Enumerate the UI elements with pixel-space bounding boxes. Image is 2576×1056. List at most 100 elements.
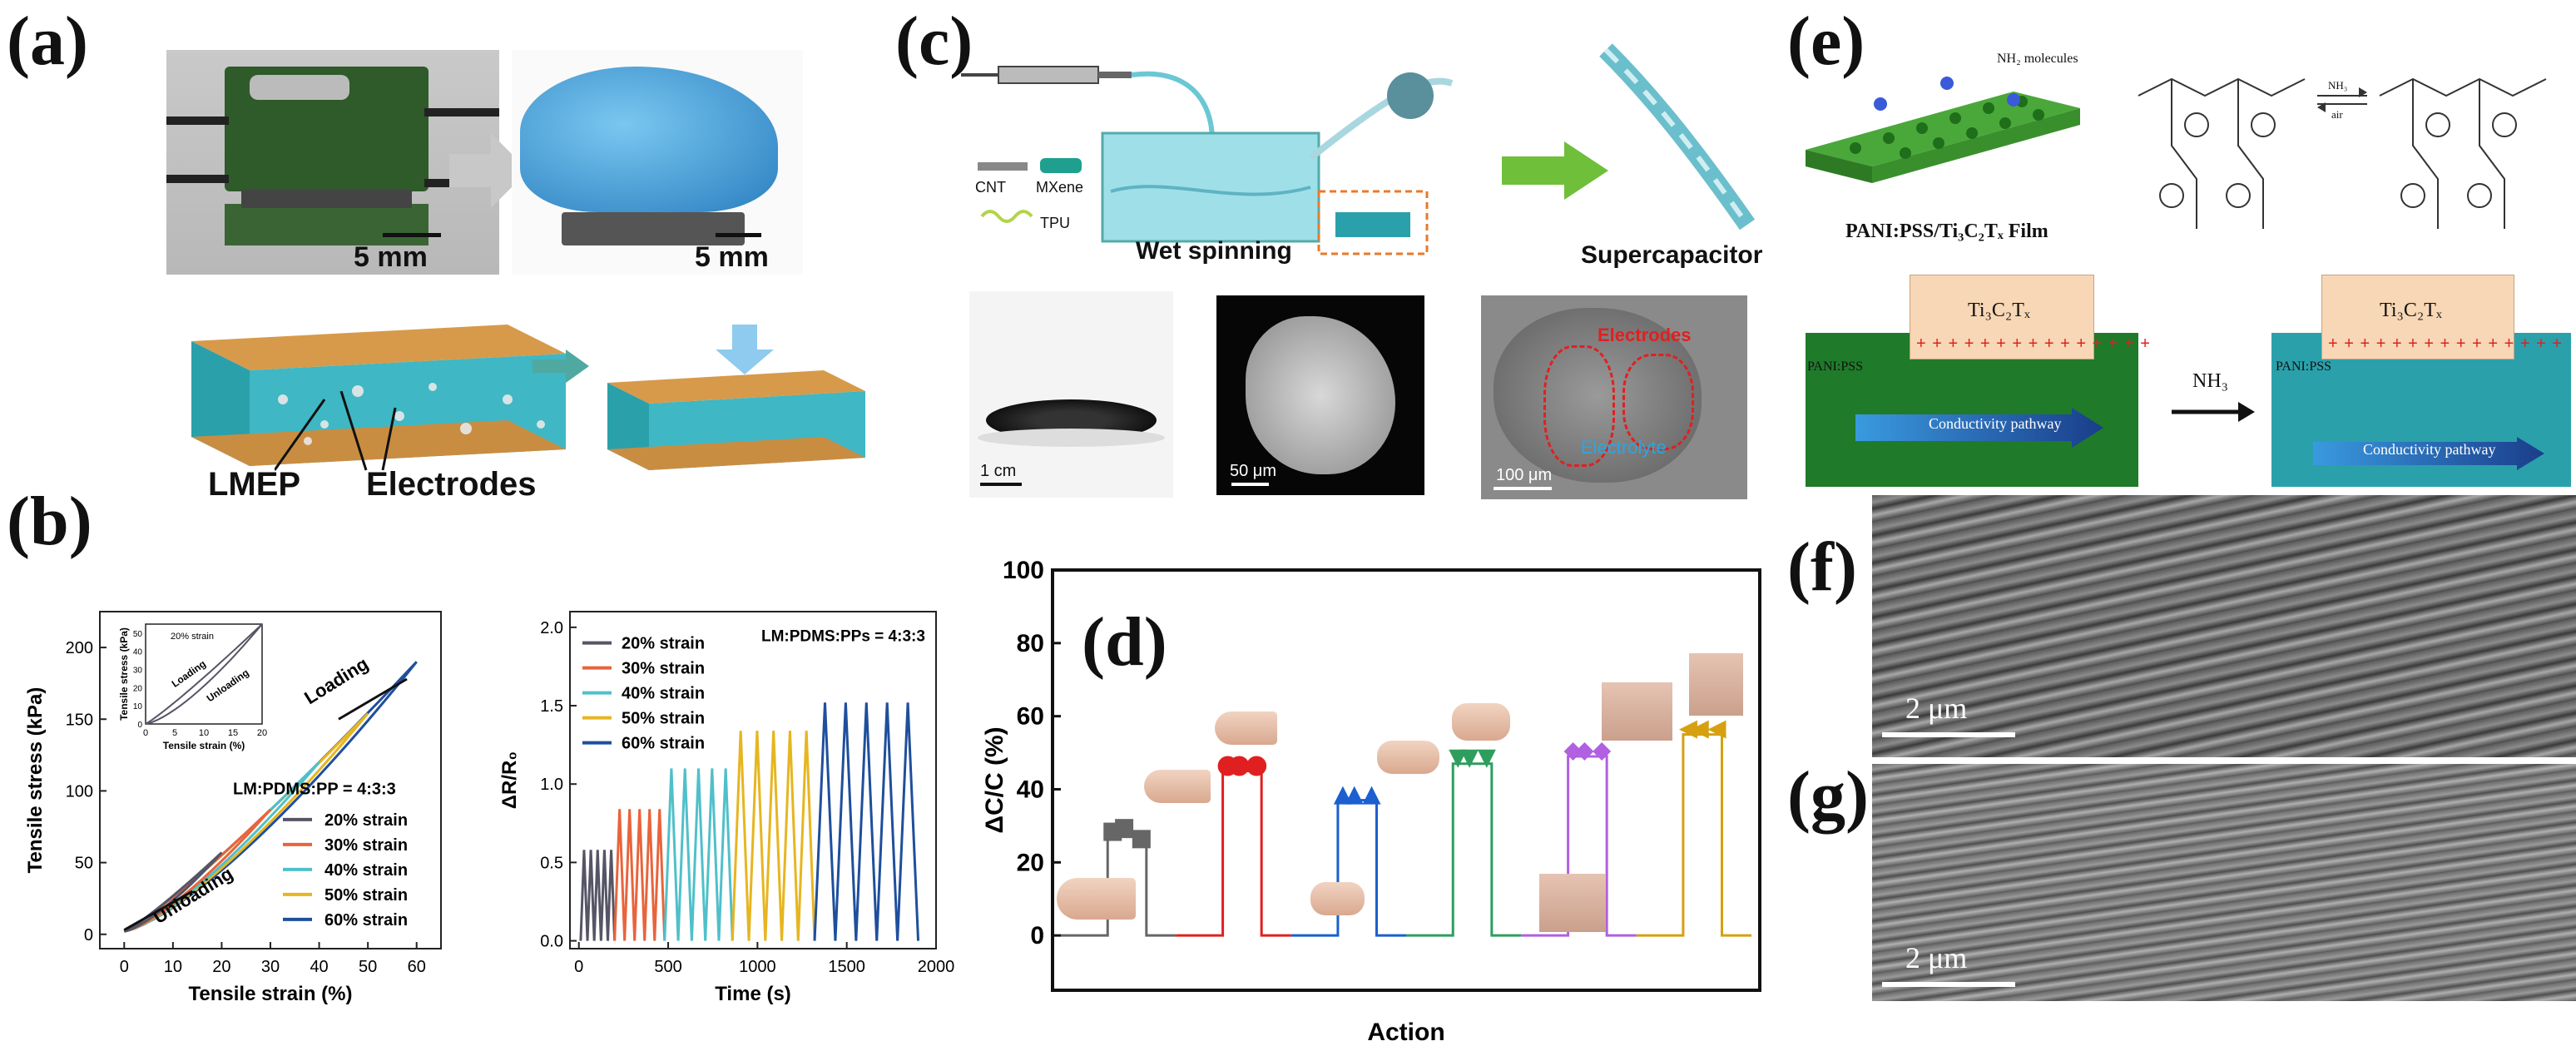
label-nh2-molecules: NH₂ molecules [1997,52,2078,66]
label-tpu: TPU [1040,215,1070,231]
photo-knee-2 [1602,682,1672,741]
photo-knee-3 [1689,653,1743,716]
ti3c2tx-block-right [2321,275,2514,359]
series-line [123,851,223,933]
label-wet-spinning: Wet spinning [1136,237,1292,265]
data-marker [1690,720,1709,739]
y-tick-label: 1.0 [540,776,563,794]
label-ti3c2tx-left: Ti₃C₂Tₓ [1968,300,2030,321]
data-marker [1229,756,1250,776]
y-tick-label: 1.5 [540,697,563,716]
photo-fiber-spool [969,291,1173,498]
inset-x-tick: 20 [257,728,267,738]
x-axis-label: Action [1367,1019,1444,1046]
panel-label-g: (g) [1787,757,1869,835]
label-mxene: MXene [1036,179,1084,196]
legend-label: 60% strain [622,735,705,753]
inset-y-tick: 30 [133,667,143,676]
y-tick-label: 150 [66,711,93,729]
label-cnt: CNT [975,179,1006,196]
label-film: PANI:PSS/Ti₃C₂Tₓ Film [1845,221,2048,242]
y-tick-label: 80 [1017,630,1044,657]
scale-bar-label-c3: 100 μm [1496,466,1553,484]
x-axis-label: Tensile strain (%) [189,983,353,1005]
inset-x-tick: 10 [199,728,209,738]
y-tick-label: 100 [66,782,93,801]
label-ti3c2tx-right: Ti₃C₂Tₓ [2380,300,2442,321]
data-marker [1333,786,1352,805]
scale-bar-label-g: 2 μm [1905,941,1968,974]
inset-y-label: Tensile stress (kPa) [118,627,130,721]
series-line [613,809,666,941]
data-marker [1115,819,1134,838]
sem-image-g [1872,764,2576,1001]
lmep-schematic-right [607,325,865,470]
label-electrolyte: Electrolyte [1581,437,1667,458]
photo-hand-1 [1057,878,1136,920]
label-pani-pss-left: PANI:PSS [1807,359,1864,374]
inset-legend: 20% strain [171,632,214,642]
y-tick-label: 0 [84,926,93,944]
data-marker [1246,756,1267,776]
scale-bar-label-c2: 50 μm [1230,462,1276,480]
conductivity-arrow-right [2313,437,2544,470]
y-tick-label: 0.0 [540,933,563,951]
x-tick-label: 10 [164,958,182,976]
inset-y-tick: 0 [137,721,142,730]
y-tick-label: 2.0 [540,619,563,637]
plot-frame [569,611,937,949]
series-line [1636,733,1751,937]
arrow-gray-icon [449,133,528,208]
x-tick-label: 0 [574,958,583,976]
inset-x-tick: 5 [172,728,177,738]
annotation-unloading: Unloading [150,863,236,928]
scale-bar-label-f: 2 μm [1905,692,1968,725]
label-supercapacitor: Supercapacitor [1581,241,1763,269]
x-tick-label: 60 [408,958,426,976]
label-electrodes-c: Electrodes [1598,325,1692,345]
photo-knee-1 [1539,874,1606,932]
label-arrow-air: air [2331,108,2343,121]
photo-glove-pressing [512,50,803,275]
legend-label: 40% strain [622,685,705,703]
label-pani-pss-right: PANI:PSS [2276,359,2332,374]
series-line [813,702,920,941]
photo-hand-6 [1452,703,1510,741]
photo-supercapacitor-sem [1481,295,1747,499]
film-molecules-schematic [1806,77,2080,183]
y-tick-label: 100 [1003,558,1044,584]
inset-y-tick: 10 [133,702,143,711]
photo-hand-2 [1144,770,1211,803]
data-marker [1575,741,1594,761]
chemical-structure-diagram [2138,77,2547,229]
legend-label: 30% strain [622,660,705,678]
legend-label: 30% strain [324,836,408,855]
x-tick-label: 20 [212,958,230,976]
label-pathway-right: Conductivity pathway [2363,441,2496,458]
legend-label: 20% strain [324,811,408,830]
inset-line [145,623,263,725]
supercapacitor-fiber [1599,43,1756,231]
x-tick-label: 30 [261,958,280,976]
scale-bar-label-a-left: 5 mm [354,241,428,273]
legend-label: 60% strain [324,911,408,930]
y-tick-label: 40 [1017,776,1044,803]
x-axis-label: Time (s) [715,983,791,1005]
series-line [123,808,272,933]
data-marker [1477,749,1496,768]
series-line [1406,762,1522,937]
x-tick-label: 2000 [918,958,955,976]
inset-line [145,623,263,725]
scale-bar-label-a-right: 5 mm [695,241,769,273]
x-tick-label: 40 [310,958,328,976]
data-marker [1345,786,1364,805]
y-tick-label: 60 [1017,703,1044,731]
series-line [663,768,734,941]
legend-label: 50% strain [622,710,705,728]
label-arrow-nh3: NH₃ [2328,79,2348,92]
annotation-loading: Loading [300,653,372,709]
plus-charges-right: + + + + + + + + + + + + + + + [2328,335,2563,353]
data-marker [1362,786,1381,805]
data-marker [1460,749,1479,768]
